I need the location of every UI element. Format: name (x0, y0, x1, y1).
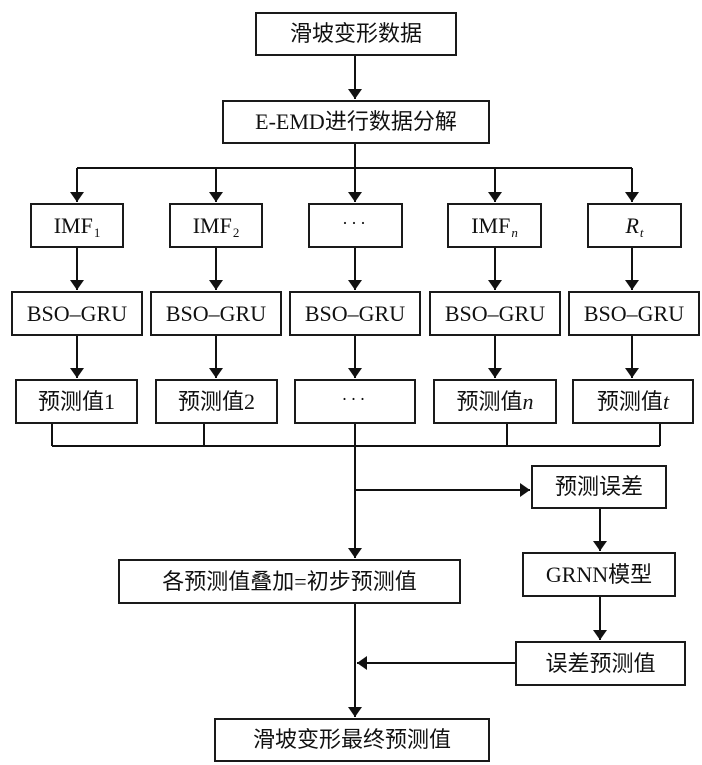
bso-gru-2-label: BSO–GRU (165, 300, 267, 326)
bso-gru-3-label: BSO–GRU (304, 300, 406, 326)
prediction-ellipsis-text: ··· (341, 388, 369, 409)
prediction-t-text: 预测值 (596, 388, 663, 414)
error-prediction-label: 误差预测值 (545, 650, 656, 676)
node-error-prediction: 误差预测值 (515, 641, 686, 686)
prediction-error-label: 预测误差 (554, 474, 643, 499)
prediction-2-text: 预测值 (177, 388, 244, 414)
node-bso-gru-2: BSO–GRU (150, 291, 282, 336)
imf2-base: IMF (192, 212, 232, 238)
node-eemd-decomposition-label: E-EMD进行数据分解 (255, 109, 457, 134)
prediction-t-suffix: t (662, 388, 670, 414)
bso-gru-5-label: BSO–GRU (583, 300, 685, 326)
grnn-model-label: GRNN模型 (545, 561, 653, 587)
imfn-sub: n (511, 225, 518, 240)
imf1-sub: 1 (93, 225, 101, 240)
superposition-label: 各预测值叠加=初步预测值 (162, 568, 417, 594)
rt-sub: t (639, 225, 644, 240)
imfn-base: IMF (471, 212, 511, 238)
component-ellipsis-label: ··· (342, 212, 369, 233)
prediction-n-suffix: n (522, 388, 534, 414)
imf1-base: IMF (53, 212, 93, 238)
node-bso-gru-5: BSO–GRU (568, 291, 700, 336)
node-superposition: 各预测值叠加=初步预测值 (118, 559, 461, 604)
node-bso-gru-3: BSO–GRU (289, 291, 421, 336)
rt-base: R (625, 212, 639, 238)
bso-gru-4-label: BSO–GRU (444, 300, 546, 326)
prediction-1-suffix: 1 (104, 388, 115, 414)
node-landslide-data: 滑坡变形数据 (255, 12, 457, 56)
node-bso-gru-1: BSO–GRU (11, 291, 143, 336)
node-eemd-decomposition: E-EMD进行数据分解 (222, 100, 490, 144)
bso-gru-1-label: BSO–GRU (26, 300, 128, 326)
node-prediction-error: 预测误差 (531, 465, 667, 509)
node-final-prediction: 滑坡变形最终预测值 (214, 718, 490, 762)
node-bso-gru-4: BSO–GRU (429, 291, 561, 336)
imf2-sub: 2 (232, 225, 240, 240)
prediction-1-text: 预测值 (37, 388, 104, 414)
node-grnn-model: GRNN模型 (522, 552, 676, 597)
prediction-2-suffix: 2 (244, 388, 255, 414)
final-prediction-label: 滑坡变形最终预测值 (252, 727, 451, 752)
node-landslide-data-label: 滑坡变形数据 (289, 21, 422, 46)
node-component-ellipsis: ··· (308, 203, 403, 248)
prediction-n-text: 预测值 (456, 388, 523, 414)
node-prediction-ellipsis: ··· (294, 379, 416, 424)
